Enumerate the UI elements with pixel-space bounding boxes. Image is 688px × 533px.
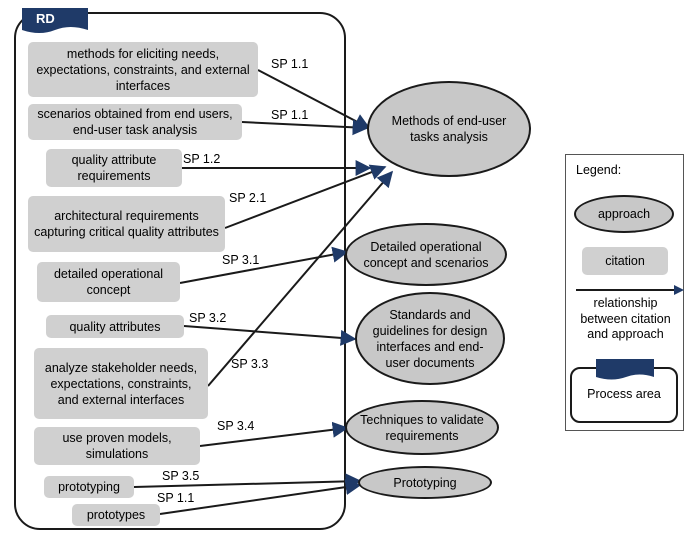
legend-approach: approach (574, 195, 674, 233)
relationship-label-c9: SP 3.5 (162, 469, 200, 483)
legend-citation: citation (582, 247, 668, 275)
relationship-c10-a5 (159, 479, 362, 515)
citation-c10: prototypes (72, 504, 160, 526)
approach-a1-text: Methods of end-user tasks analysis (391, 114, 507, 144)
legend-process-area-flag (596, 359, 654, 380)
citation-c1: methods for eliciting needs, expectation… (28, 42, 258, 97)
relationship-label-c7: SP 3.3 (231, 357, 269, 371)
relationship-c8-a4 (199, 421, 349, 447)
citation-c3: quality attribute requirements (46, 149, 182, 187)
relationship-c1-a1 (257, 69, 371, 129)
approach-a2-text: Detailed operational concept and scenari… (363, 239, 489, 270)
approach-a1: Methods of end-user tasks analysis (367, 81, 531, 177)
relationship-c6-a3 (183, 325, 357, 346)
approach-a4: Techniques to validate requirements (345, 400, 499, 455)
relationship-c7-a1 (207, 170, 394, 387)
relationship-label-c4: SP 2.1 (229, 191, 267, 205)
relationship-c2-a1 (241, 119, 369, 136)
legend-box: Legend: approach citation relationship b… (565, 154, 684, 431)
citation-c4: architectural requirements capturing cri… (28, 196, 225, 252)
relationship-label-c6: SP 3.2 (189, 311, 227, 325)
relationship-label-c2: SP 1.1 (271, 108, 309, 122)
citation-c9-text: prototyping (58, 480, 120, 494)
relationship-c9-a5 (133, 473, 362, 490)
citation-c5: detailed operational concept (37, 262, 180, 302)
relationship-label-c5: SP 3.1 (222, 253, 260, 267)
process-area-label: RD (36, 11, 55, 26)
approach-a2: Detailed operational concept and scenari… (345, 223, 507, 286)
citation-c10-text: prototypes (86, 508, 146, 522)
relationship-c5-a2 (179, 246, 349, 284)
relationship-label-c3: SP 1.2 (183, 152, 221, 166)
citation-c8: use proven models, simulations (34, 427, 200, 465)
legend-relationship-arrow (576, 285, 684, 295)
relationship-label-c10: SP 1.1 (157, 491, 195, 505)
legend-relationship-text: relationship between citation and approa… (580, 296, 671, 342)
citation-c9: prototyping (44, 476, 134, 498)
citation-c7-text: analyze stakeholder needs, expectations,… (44, 360, 198, 407)
approach-a5: Prototyping (358, 466, 492, 499)
citation-c2: scenarios obtained from end users, end-u… (28, 104, 242, 140)
approach-a3-text: Standards and guidelines for design inte… (372, 307, 488, 370)
approach-a5-text: Prototyping (393, 475, 457, 490)
relationship-c4-a1 (224, 164, 387, 229)
citation-c2-text: scenarios obtained from end users, end-u… (37, 107, 233, 137)
citation-c4-text: architectural requirements capturing cri… (34, 209, 219, 239)
citation-c8-text: use proven models, simulations (62, 431, 172, 461)
relationship-label-c8: SP 3.4 (217, 419, 255, 433)
citation-c3-text: quality attribute requirements (71, 153, 157, 183)
legend-process-area-text: Process area (587, 387, 661, 401)
citation-c6: quality attributes (46, 315, 184, 338)
citation-c7: analyze stakeholder needs, expectations,… (34, 348, 208, 419)
approach-a4-text: Techniques to validate requirements (360, 412, 484, 443)
citation-c5-text: detailed operational concept (53, 267, 164, 297)
relationship-label-c1: SP 1.1 (271, 57, 309, 71)
citation-c1-text: methods for eliciting needs, expectation… (36, 46, 250, 93)
legend-title: Legend: (576, 163, 622, 177)
citation-c6-text: quality attributes (69, 319, 161, 334)
legend-approach-text: approach (597, 207, 651, 221)
approach-a3: Standards and guidelines for design inte… (355, 292, 505, 385)
legend-citation-text: citation (605, 254, 645, 268)
process-area-frame (14, 12, 346, 530)
